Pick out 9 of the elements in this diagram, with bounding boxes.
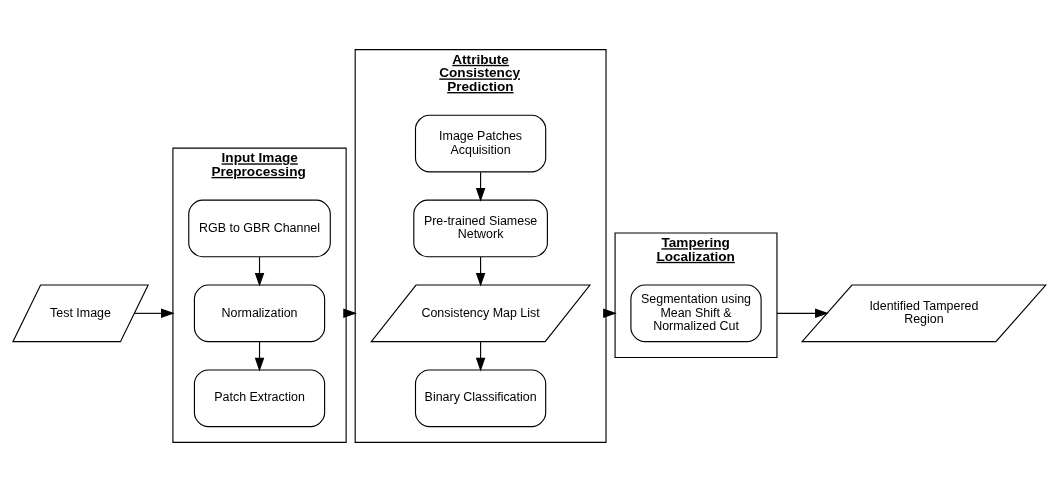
node-box: Normalization bbox=[193, 284, 326, 343]
node-box: Pre-trained Siamese Network bbox=[413, 199, 548, 258]
node-box: Patch Extraction bbox=[193, 369, 326, 428]
arrow bbox=[134, 308, 175, 319]
node-box: Binary Classification bbox=[414, 369, 547, 428]
node-box: RGB to GBR Channel bbox=[188, 199, 331, 258]
node-box: Image Patches Acquisition bbox=[414, 114, 547, 173]
node-box: Segmentation using Mean Shift & Normalized Cut bbox=[630, 284, 762, 343]
arrow bbox=[776, 308, 829, 319]
